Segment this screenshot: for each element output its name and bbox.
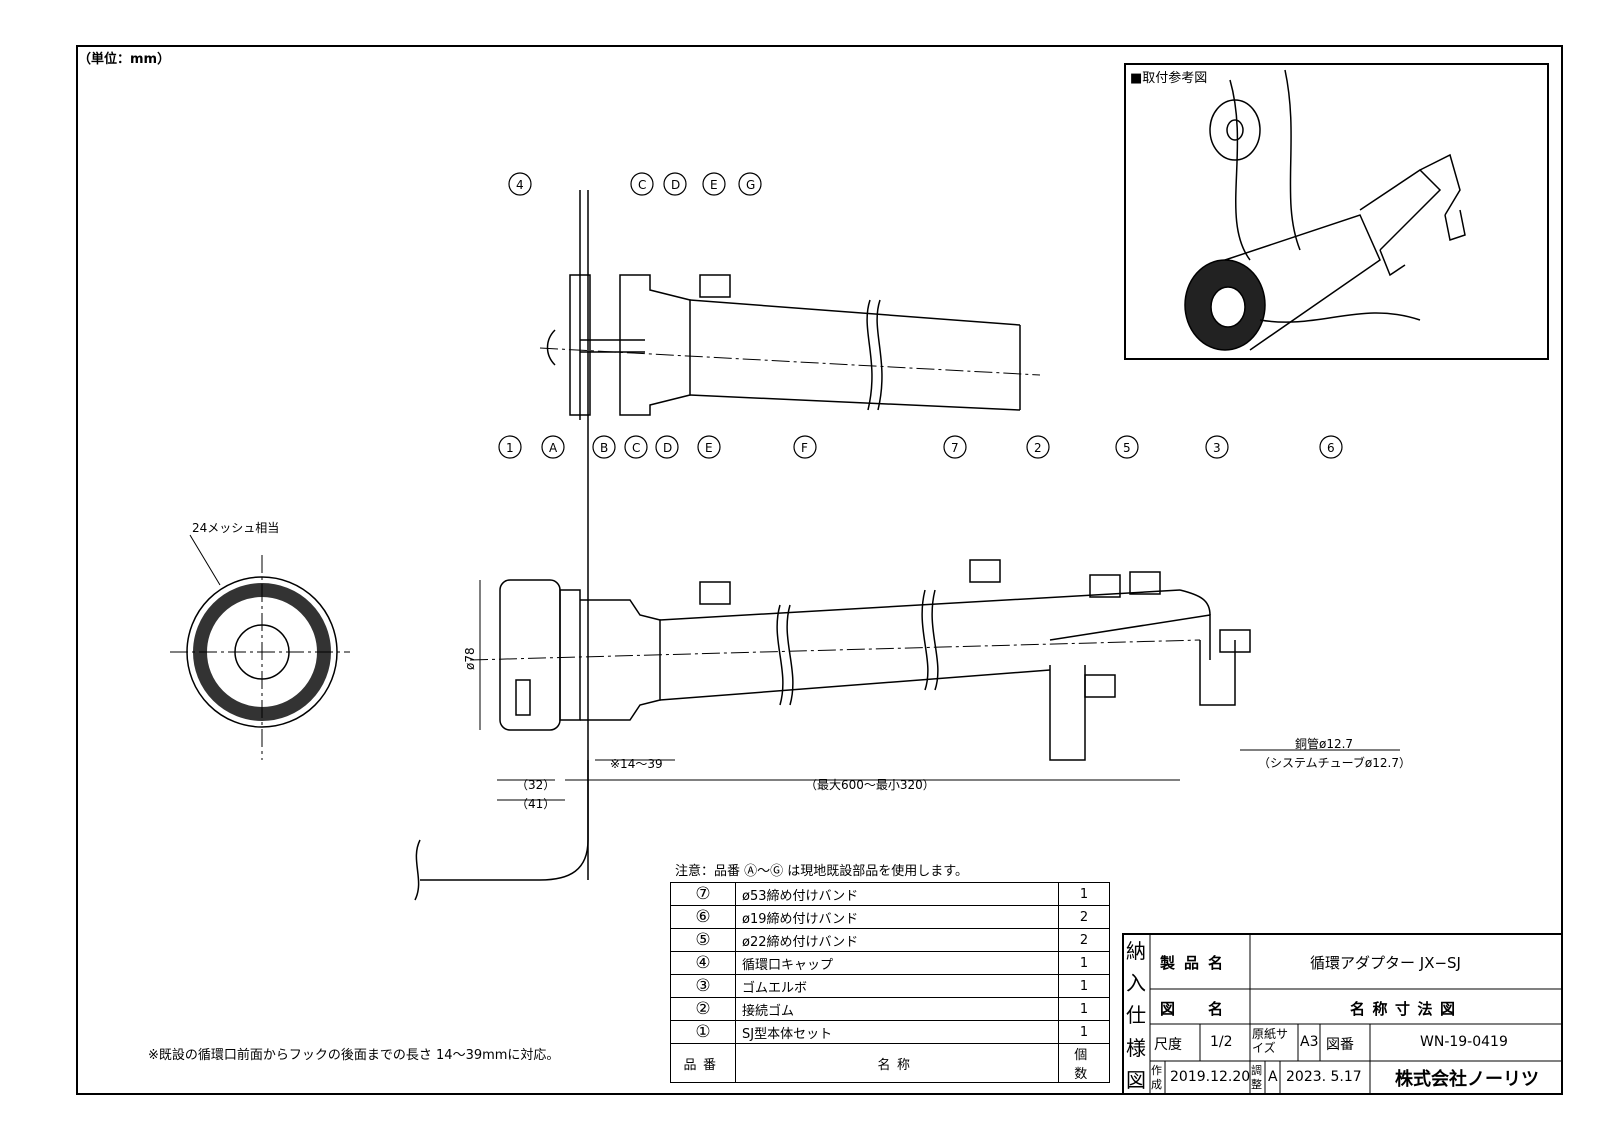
callout-4-top: 4 [516,178,524,192]
callout-b: B [600,441,608,455]
scale-label: 尺度 [1154,1037,1182,1053]
callout-7: 7 [951,441,959,455]
unit-label: （単位：mm） [78,52,171,67]
callout-g-top: G [746,178,755,192]
installation-reference-inset [1124,63,1549,360]
drawing-number-label: 図番 [1326,1037,1354,1053]
main-assembly-view [414,559,1400,901]
company-name: 株式会社ノーリツ [1395,1069,1539,1090]
drawing-name: 名称寸法図 [1350,1000,1463,1018]
callout-d: D [663,441,672,455]
dim-hook-range: ※14～39 [610,757,663,771]
dim-32: （32） [516,778,555,792]
callout-1: 1 [506,441,514,455]
callout-5: 5 [1123,441,1131,455]
dim-diameter: ø78 [463,647,477,670]
dim-length: （最大600～最小320） [805,778,935,792]
product-label: 製品名 [1160,954,1233,972]
product-name: 循環アダプター JX−SJ [1310,954,1461,972]
callout-a: A [549,441,558,455]
callout-2: 2 [1034,441,1042,455]
callout-3: 3 [1213,441,1221,455]
callout-c-top: C [638,178,646,192]
callout-d-top: D [671,178,680,192]
title-vertical: 納 入 仕 様 図 [1126,938,1146,1093]
dim-41: （41） [516,797,555,811]
made-label: 作成 [1151,1064,1162,1091]
adjust-date: 2023. 5.17 [1286,1069,1362,1085]
drawing-frame [76,45,1563,1095]
callouts-top [508,172,762,196]
title-block [1122,933,1563,1095]
mesh-label: 24メッシュ相当 [192,521,279,535]
paper-size-label: 原紙サイズ [1252,1027,1289,1055]
dim-pipe-tube: （システムチューブø12.7） [1258,755,1411,770]
parts-header: 品番名称個数 [670,1043,1110,1083]
made-date: 2019.12.20 [1170,1069,1251,1085]
callout-6: 6 [1327,441,1335,455]
callout-c: C [632,441,640,455]
scale-value: 1/2 [1210,1034,1233,1050]
parts-note: 注意：品番 Ⓐ～Ⓖ は現地既設部品を使用します。 [675,864,968,879]
mesh-end-view [170,534,350,760]
paper-size-value: A3 [1300,1034,1319,1050]
inset-title: ■取付参考図 [1130,71,1208,86]
callout-e: E [705,441,713,455]
callout-e-top: E [710,178,718,192]
callout-f: F [801,441,808,455]
dim-pipe-copper: 銅管ø12.7 [1295,736,1353,751]
adjust-label: 調整 [1251,1064,1262,1091]
drawing-number: WN-19-0419 [1420,1034,1508,1050]
adjust-rev: A [1268,1069,1278,1085]
footnote: ※既設の循環口前面からフックの後面までの長さ 14～39mmに対応。 [148,1048,560,1063]
callouts-main [498,435,1343,459]
drawing-label: 図名 [1160,1000,1257,1018]
inset-sketch [1184,69,1466,351]
